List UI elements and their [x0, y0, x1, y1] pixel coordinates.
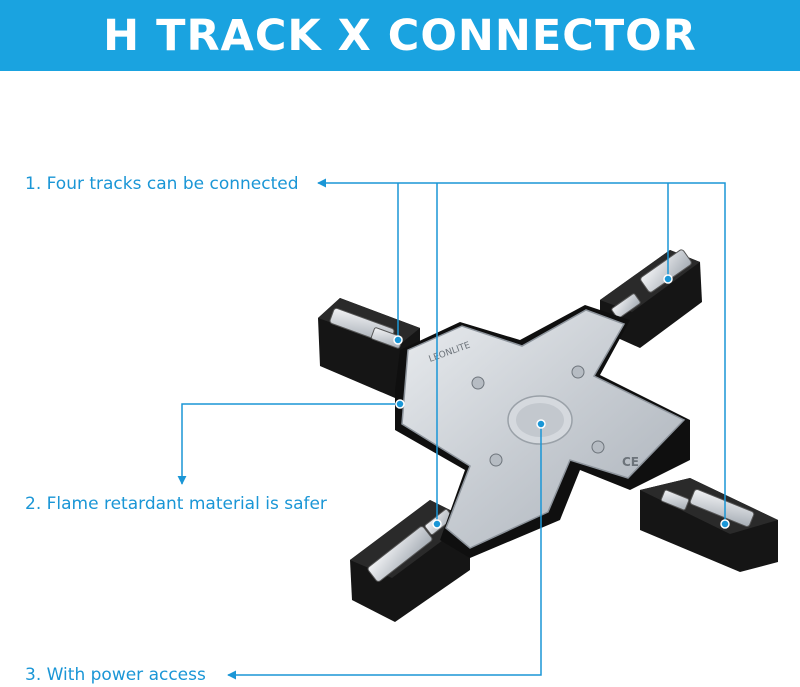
- anchor-dot: [663, 274, 673, 284]
- callout-anchor-dots: [393, 274, 730, 529]
- screw: [471, 376, 485, 390]
- callout-power-access: 3. With power access: [25, 665, 206, 685]
- callout-lines: [177, 178, 726, 680]
- screw: [571, 365, 585, 379]
- anchor-dot: [536, 419, 546, 429]
- track-arm-lower-left: [350, 500, 470, 622]
- leader-line-four-tracks-right: [398, 182, 726, 524]
- leader-line-power-access: [227, 424, 542, 680]
- page-title: H TRACK X CONNECTOR: [103, 10, 697, 61]
- anchor-dot: [395, 399, 405, 409]
- track-arm-lower-right: [640, 478, 778, 572]
- track-arm-upper-left: [318, 298, 420, 398]
- anchor-dot: [432, 519, 442, 529]
- screw: [591, 440, 605, 454]
- leader-line-flame-retardant: [177, 403, 400, 485]
- callout-four-tracks: 1. Four tracks can be connected: [25, 174, 299, 194]
- x-connector: LEONLITE CE: [318, 249, 778, 622]
- anchor-dot: [393, 335, 403, 345]
- anchor-dot: [720, 519, 730, 529]
- title-banner: H TRACK X CONNECTOR: [0, 0, 800, 71]
- callout-flame-retardant: 2. Flame retardant material is safer: [25, 494, 327, 514]
- screw: [489, 453, 503, 467]
- ce-mark: CE: [622, 455, 639, 469]
